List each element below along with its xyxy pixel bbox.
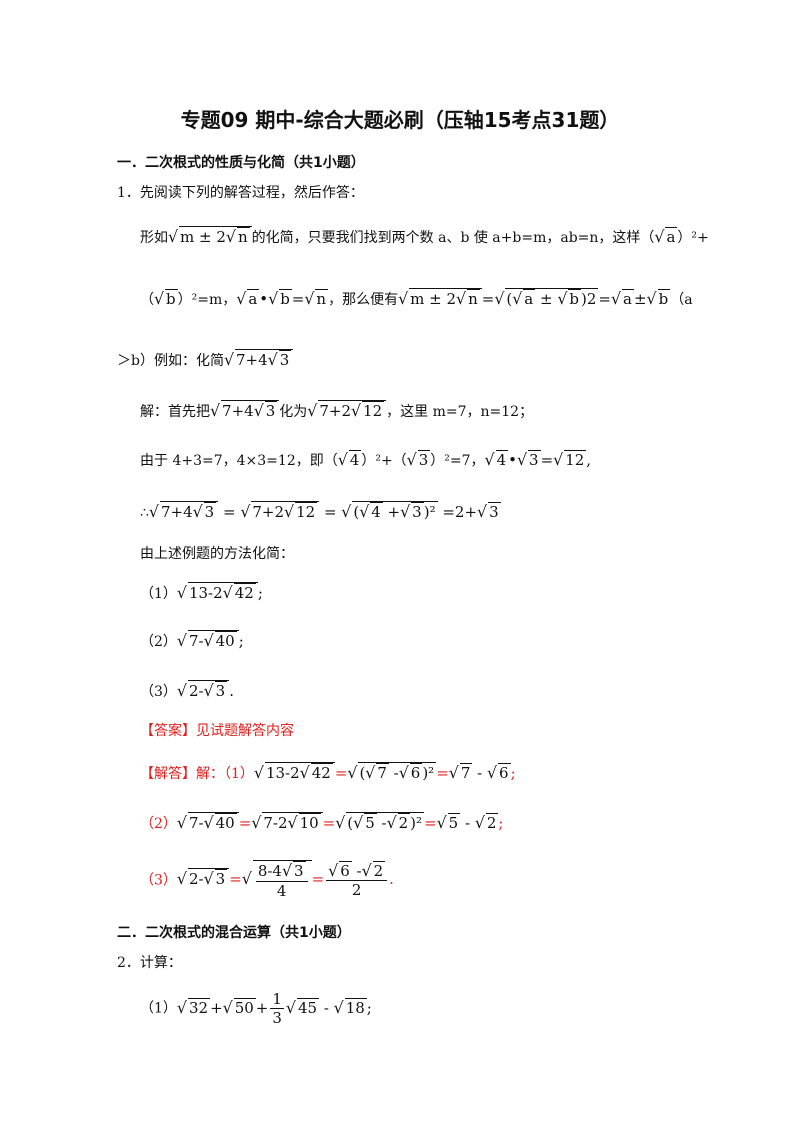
formula: √7+4√3 = √7+2√12 = √(√4 +√3)² =2+√3 (148, 501, 501, 521)
text: ∴ (140, 505, 149, 521)
q1-method: 由上述例题的方法化简： (140, 546, 294, 562)
text: 解：首先把 (140, 404, 210, 420)
analysis-line-2: （2）√7-√40=√7-2√10=√(√5 -√2)²=√5 - √2; (140, 812, 503, 833)
text: 【解答】解：（1） (140, 766, 254, 782)
formula: √a•√b=√n (236, 289, 329, 308)
text: （ (140, 292, 154, 308)
q1-line2: （√b）²=m，√a•√b=√n，那么便有√m ± 2√n=√(√a ± √b)… (140, 288, 693, 309)
text: 形如 (140, 230, 168, 246)
text: （1） (140, 586, 177, 602)
text: a、b 使 a+b=m，ab=n，这样（ (438, 230, 655, 246)
formula: √4•√3=√12, (484, 450, 592, 469)
formula: √m ± 2√n (168, 226, 252, 246)
text: ）²+ (677, 230, 709, 246)
q1-since-line: 由于 4+3=7，4×3=12，即（√4）²+（√3）²=7，√4•√3=√12… (140, 450, 591, 470)
text: （2） (140, 634, 177, 650)
formula: √7+2√12 (307, 400, 387, 420)
text: ，那么便有 (328, 292, 399, 308)
formula: √2-√3. (176, 680, 234, 700)
formula: √7+4√3 (224, 349, 294, 369)
q1-item-3: （3）√2-√3. (140, 680, 234, 701)
text: 化为 (279, 404, 308, 420)
q1-item-1: （1）√13-2√42; (140, 582, 263, 603)
analysis-line-1: 【解答】解：（1）√13-2√42=√(√7 -√6)²=√7 - √6; (140, 762, 516, 783)
text: （2） (140, 816, 177, 832)
formula: √13-2√42=√(√7 -√6)²=√7 - √6; (253, 762, 516, 782)
question-1-intro: 1．先阅读下列的解答过程，然后作答： (117, 185, 364, 201)
text: 的化简，只要我们找到两个数 (251, 230, 434, 246)
formula: √a (654, 227, 678, 246)
q1-line3: ＞b）例如：化简√7+4√3 (117, 349, 294, 370)
page-title: 专题09 期中-综合大题必刷（压轴15考点31题） (180, 108, 620, 132)
q1-therefore-line: ∴√7+4√3 = √7+2√12 = √(√4 +√3)² =2+√3 (140, 501, 501, 522)
question-2-intro: 2．计算： (117, 955, 182, 971)
text: ＞b）例如：化简 (117, 353, 224, 369)
text: ）²+（ (361, 453, 407, 469)
text: （3） (140, 684, 177, 700)
text: 由于 4+3=7，4×3=12，即（ (140, 453, 338, 469)
formula: √b (154, 289, 178, 308)
formula: √3 (406, 450, 431, 469)
formula: √7-√40=√7-2√10=√(√5 -√2)²=√5 - √2; (176, 812, 504, 832)
text: ，这里 m=7，n=12； (386, 404, 534, 420)
text: （1） (140, 1000, 177, 1017)
text: ）²=7， (430, 453, 485, 469)
text: （3） (140, 872, 177, 889)
formula: √7-√40; (176, 630, 244, 650)
section-heading-1: 一．二次根式的性质与化简（共1小题） (117, 155, 365, 171)
answer-label: 【答案】见试题解答内容 (140, 723, 294, 739)
text: ）²=m， (177, 292, 237, 308)
formula: √4 (337, 450, 362, 469)
formula: √13-2√42; (176, 582, 263, 602)
q1-item-2: （2）√7-√40; (140, 630, 244, 651)
section-heading-2: 二．二次根式的混合运算（共1小题） (117, 925, 351, 941)
formula: √m ± 2√n=√(√a ± √b)2=√a±√b (398, 288, 671, 308)
formula: √7+4√3 (210, 400, 280, 420)
text: （a (670, 292, 693, 308)
